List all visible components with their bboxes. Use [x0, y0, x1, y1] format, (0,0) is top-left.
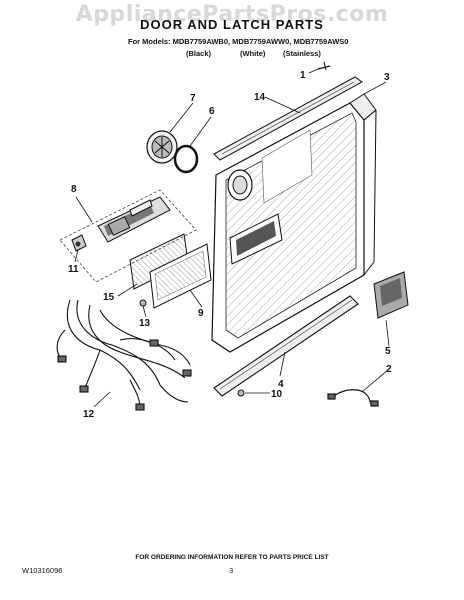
callout-9: 9: [198, 308, 204, 319]
callout-10: 10: [271, 389, 283, 400]
callout-8: 8: [71, 184, 77, 195]
latch-dash-outline: [59, 189, 197, 283]
wiring-harness: [56, 299, 192, 411]
callout-6: 6: [209, 106, 215, 117]
callout-3: 3: [384, 72, 390, 83]
latch-button: [71, 234, 87, 252]
inner-door-panel: [211, 93, 377, 353]
sensor-cable: [327, 389, 379, 407]
watermark: AppliancePartsPros.com: [75, 2, 389, 27]
callout-13: 13: [139, 318, 151, 329]
bottom-trim: [213, 295, 359, 397]
control-board-9: [149, 243, 212, 309]
vent-gasket: [173, 144, 199, 174]
models-line: For Models: MDB7759AWB0, MDB7759AWW0, MD…: [128, 37, 349, 46]
leader-lines: [74, 67, 390, 408]
switch-housing: [373, 271, 409, 319]
screw-10: [237, 389, 245, 397]
page-title: DOOR AND LATCH PARTS: [140, 17, 324, 32]
callout-labels: 1 2 3 4 5 6 7 8 9 10 11 12 13 14 15: [68, 70, 392, 420]
callout-1: 1: [300, 70, 306, 81]
callout-12: 12: [83, 409, 95, 420]
variant-white: (White): [240, 49, 266, 58]
callout-14: 14: [254, 92, 266, 103]
callout-4: 4: [278, 379, 284, 390]
vent-clip: [317, 65, 331, 70]
callout-5: 5: [385, 346, 391, 357]
variant-stainless: (Stainless): [283, 49, 321, 58]
top-trim-strip: [213, 76, 363, 161]
callout-7: 7: [190, 93, 196, 104]
callout-15: 15: [103, 292, 115, 303]
screw-13: [139, 299, 147, 307]
variant-black: (Black): [186, 49, 212, 58]
ordering-note: FOR ORDERING INFORMATION REFER TO PARTS …: [135, 554, 329, 561]
callout-2: 2: [386, 364, 392, 375]
page-number: 3: [229, 566, 234, 575]
callout-11: 11: [68, 264, 79, 275]
vent-cap: [146, 130, 178, 164]
document-code: W10316096: [22, 566, 63, 575]
latch-assembly: [97, 196, 171, 243]
